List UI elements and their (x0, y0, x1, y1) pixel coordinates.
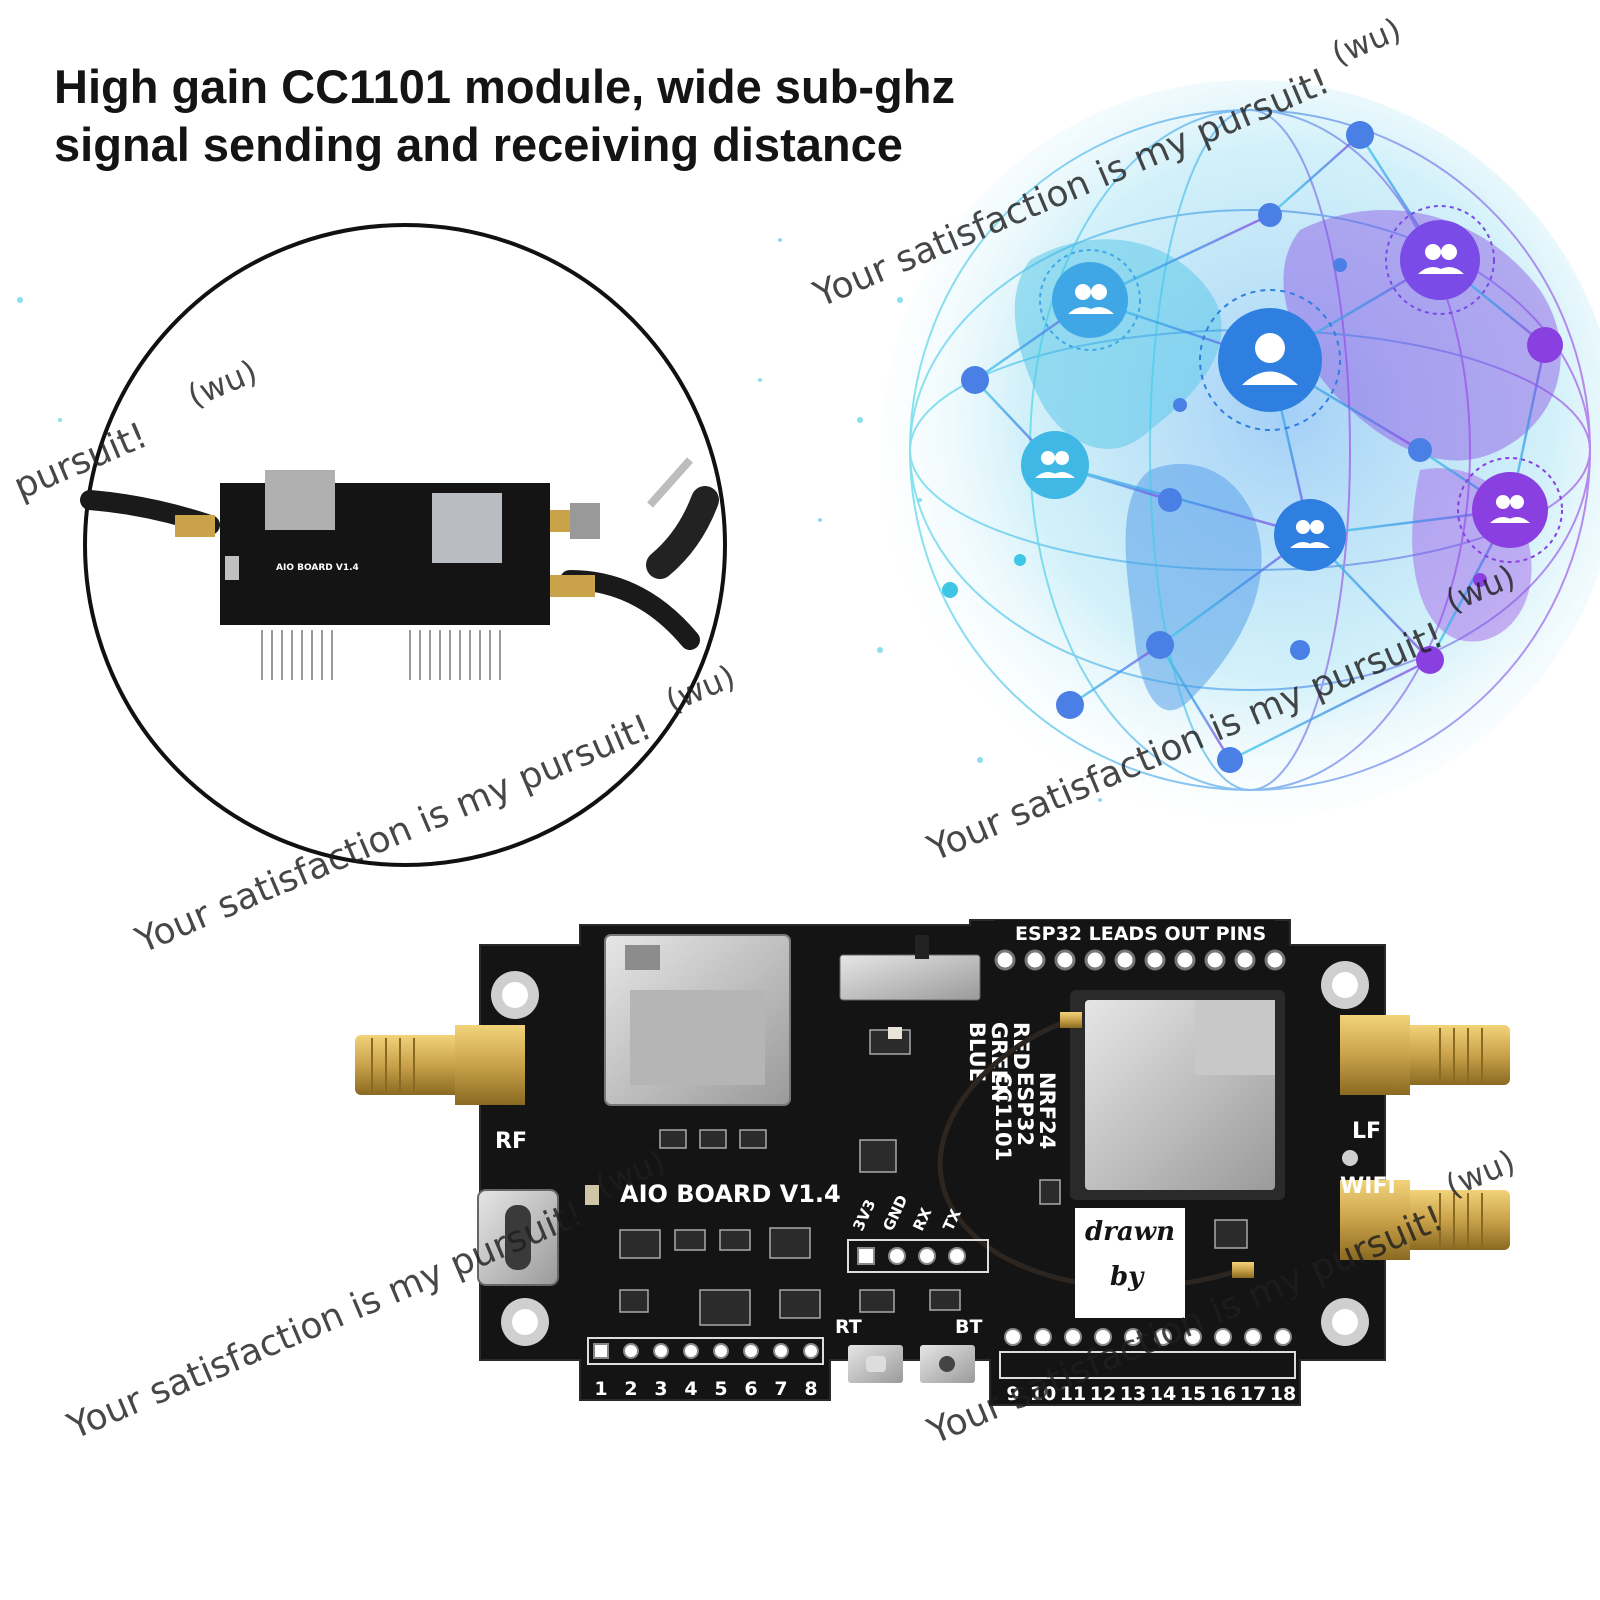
pin-number: 14 (1150, 1383, 1176, 1405)
person-node-icon (1385, 205, 1495, 315)
chip-label-cc1101: CC1101 (991, 1072, 1015, 1161)
pin-number: 13 (1120, 1383, 1146, 1405)
pin-header-right (999, 1328, 1296, 1379)
pin-number: 6 (744, 1378, 757, 1400)
pin-number: 7 (774, 1378, 787, 1400)
chip-label-nrf24: NRF24 (1035, 1072, 1059, 1149)
person-node-icon (1457, 457, 1563, 563)
esp32-pin-holes (994, 949, 1286, 971)
headline-line-2: signal sending and receiving distance (54, 118, 903, 171)
inset-photo-circle: ESP32 LEADS OUT PINS AIO BOARD V1.4 (80, 223, 727, 867)
logo-line-1: drawn (1085, 1217, 1175, 1247)
aio-board: ESP32 LEADS OUT PINS RED GREEN BLUE NRF2… (355, 919, 1510, 1495)
headline-line-1: High gain CC1101 module, wide sub-ghz (54, 60, 955, 113)
smd-components (619, 1029, 1248, 1326)
person-node-icon (1199, 289, 1341, 431)
headline: High gain CC1101 module, wide sub-ghz si… (54, 58, 1034, 174)
sd-card-slot (604, 934, 791, 1106)
logo-line-2: by (1110, 1262, 1145, 1292)
antenna-label-wifi: WIFI (1340, 1174, 1396, 1199)
pin-number: 10 (1030, 1383, 1056, 1405)
board-name: AIO BOARD V1.4 (620, 1180, 841, 1208)
sma-connector-rf (355, 1025, 525, 1105)
mounting-hole (491, 961, 1369, 1346)
inset-board-name: AIO BOARD V1.4 (276, 563, 359, 573)
antenna-label-lf: LF (1352, 1119, 1381, 1144)
pin-number: 9 (1006, 1383, 1019, 1405)
pin-number: 17 (1240, 1383, 1266, 1405)
pin-number: 15 (1180, 1383, 1206, 1405)
uart-pin-holes (857, 1247, 966, 1265)
pin-number: 8 (804, 1378, 817, 1400)
person-node-icon (1021, 431, 1089, 499)
reset-button (848, 1345, 903, 1383)
pin-number: 3 (654, 1378, 667, 1400)
person-node-icon (1039, 249, 1141, 351)
antenna-label-rf: RF (495, 1129, 527, 1154)
pin-number: 5 (714, 1378, 727, 1400)
inset-header-title: ESP32 LEADS OUT PINS (405, 473, 498, 481)
button-label-reset: RT (835, 1316, 862, 1338)
pin-number: 2 (624, 1378, 637, 1400)
esp32-module (1070, 990, 1285, 1200)
globe-network-illustration (17, 80, 1600, 820)
sma-connector-wifi (1340, 1180, 1510, 1260)
pin-number: 11 (1060, 1383, 1086, 1405)
chip-label-esp32: ESP32 (1013, 1072, 1037, 1146)
esp32-header-title: ESP32 LEADS OUT PINS (1015, 923, 1266, 945)
pin-header-left (587, 1337, 824, 1365)
pin-number: 18 (1270, 1383, 1296, 1405)
person-node-icon (1274, 499, 1346, 571)
boot-button (920, 1345, 975, 1383)
pin-numbers: 1 2 3 4 5 6 7 8 9 10 11 12 13 14 15 16 1… (594, 1378, 1296, 1405)
drawn-by-logo: drawn by (1075, 1208, 1185, 1318)
sma-connector-lf (1340, 1015, 1510, 1095)
slide-switch (839, 935, 981, 1001)
pin-number: 1 (594, 1378, 607, 1400)
pin-number: 4 (684, 1378, 697, 1400)
usb-c-port (477, 1189, 559, 1286)
button-label-boot: BT (955, 1316, 982, 1338)
pin-number: 16 (1210, 1383, 1236, 1405)
pin-number: 12 (1090, 1383, 1116, 1405)
chip-labels: NRF24 ESP32 CC1101 (991, 1072, 1059, 1161)
